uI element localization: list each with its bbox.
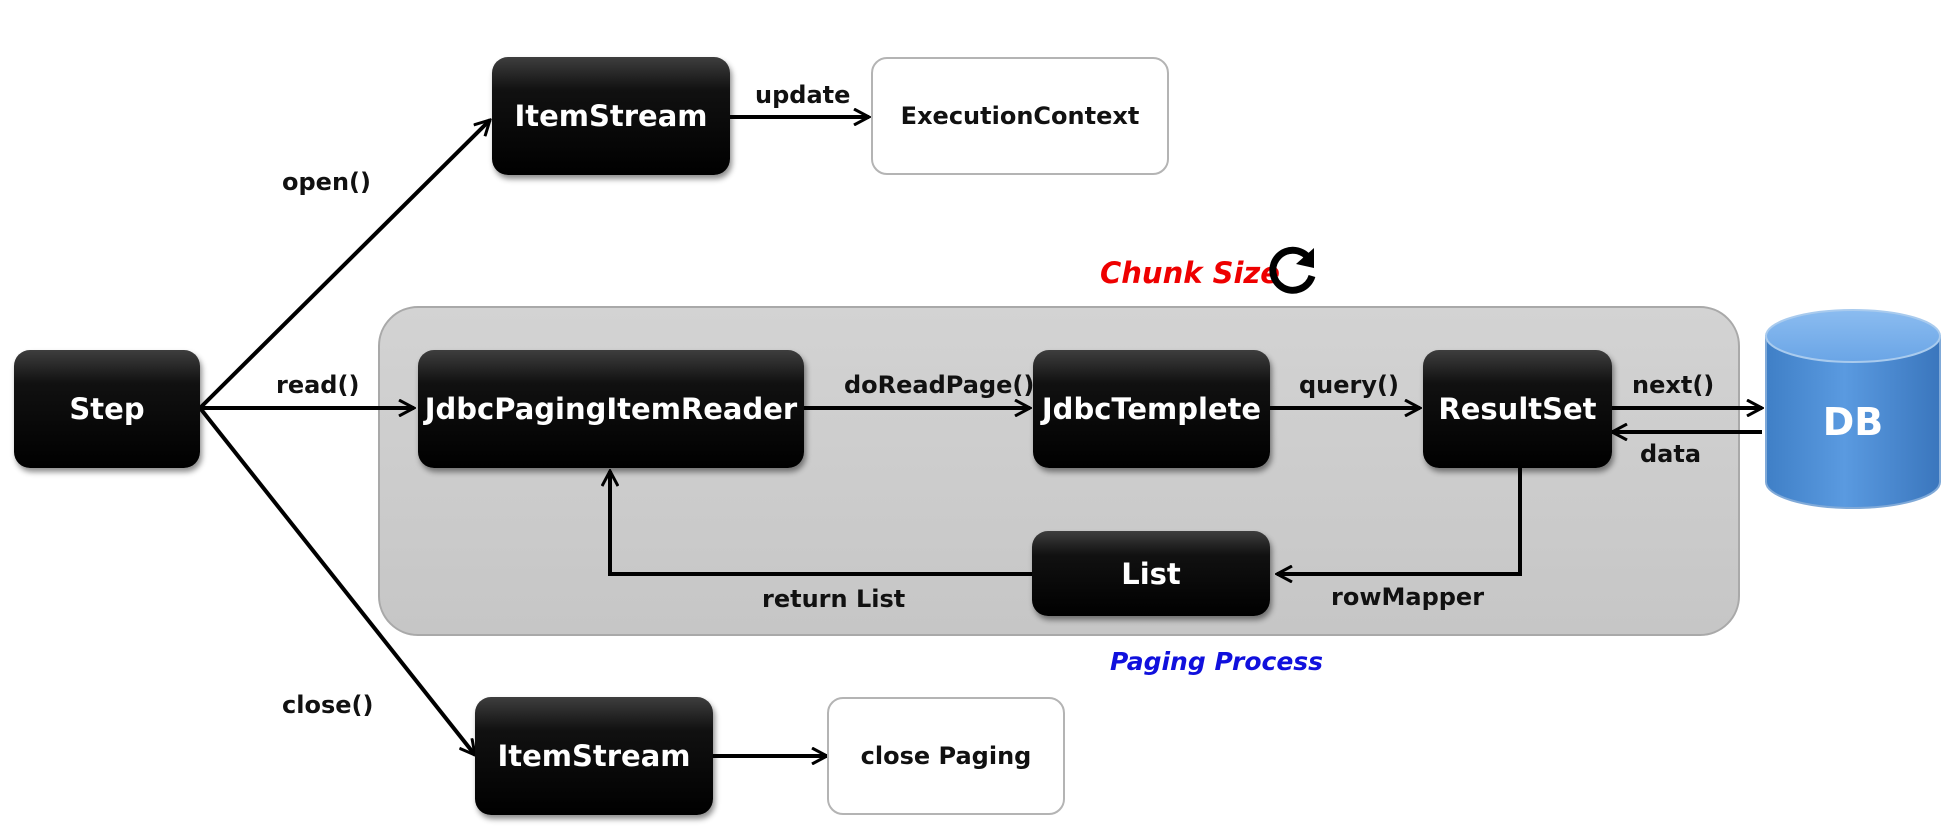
list-label: List — [1121, 556, 1181, 591]
itemstream-bottom-label: ItemStream — [497, 739, 691, 773]
open-label: open() — [282, 168, 371, 196]
jdbc-templete-label: JdbcTemplete — [1041, 392, 1262, 426]
itemstream-bottom-node: ItemStream — [475, 697, 713, 815]
close-paging-node: close Paging — [827, 697, 1065, 815]
read-label: read() — [276, 371, 360, 399]
chunk-size-label: Chunk Size — [1100, 256, 1280, 290]
execution-context-label: ExecutionContext — [900, 102, 1140, 130]
row-mapper-arrow — [1277, 468, 1522, 574]
refresh-icon — [1269, 246, 1316, 294]
open-arrow — [198, 120, 490, 410]
database-cylinder-icon — [1765, 309, 1941, 509]
jdbc-paging-item-reader-node: JdbcPagingItemReader — [418, 350, 804, 468]
row-mapper-label: rowMapper — [1331, 583, 1485, 611]
do-read-page-label: doReadPage() — [844, 371, 1035, 399]
step-label: Step — [69, 392, 145, 426]
itemstream-top-label: ItemStream — [514, 99, 708, 133]
db-label: DB — [1822, 400, 1884, 444]
return-list-label: return List — [762, 585, 906, 613]
close-arrow — [198, 406, 475, 755]
update-label: update — [755, 81, 851, 109]
return-list-arrow — [610, 471, 1032, 576]
list-node: List — [1032, 531, 1270, 616]
jdbc-templete-node: JdbcTemplete — [1033, 350, 1270, 468]
jdbc-paging-item-reader-label: JdbcPagingItemReader — [424, 392, 798, 426]
itemstream-top-node: ItemStream — [492, 57, 730, 175]
next-label: next() — [1632, 371, 1715, 399]
query-label: query() — [1299, 371, 1399, 399]
execution-context-node: ExecutionContext — [871, 57, 1169, 175]
resultset-node: ResultSet — [1423, 350, 1612, 468]
step-node: Step — [14, 350, 200, 468]
resultset-label: ResultSet — [1438, 392, 1597, 426]
close-paging-label: close Paging — [860, 742, 1032, 770]
close-label: close() — [282, 691, 374, 719]
data-label: data — [1640, 440, 1702, 468]
paging-process-label: Paging Process — [1110, 647, 1324, 676]
